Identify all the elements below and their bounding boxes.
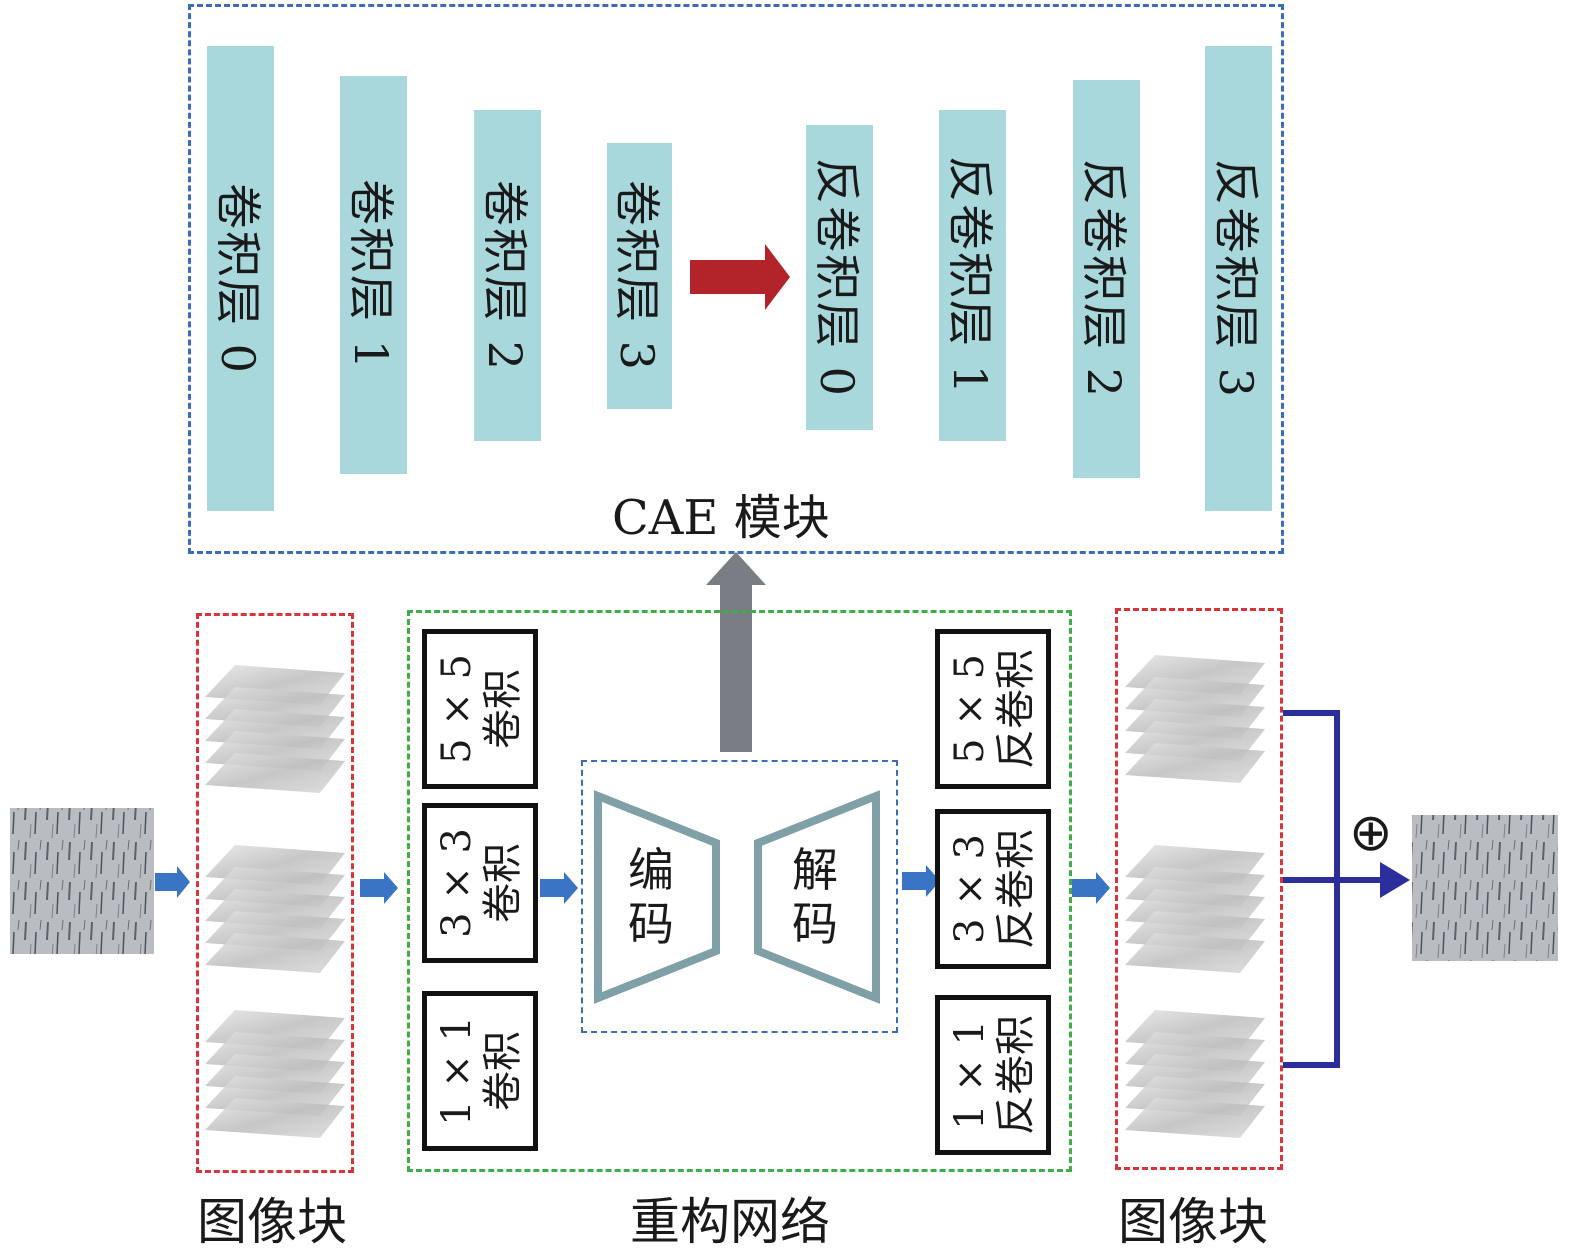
conv-3x3-label: 3 × 3 卷积 (434, 828, 526, 938)
deconv-layer-1: 反卷积层 1 (939, 110, 1006, 441)
deconv-1x1-size: 1 × 1 (947, 1020, 993, 1130)
conv-3x3-name: 卷积 (480, 843, 526, 923)
conv-layer-0-label: 卷积层 0 (210, 182, 265, 375)
flow-arrow-4 (902, 865, 940, 897)
patches-right-caption: 图像块 (1118, 1193, 1268, 1251)
deconv-3x3-label: 3 × 3 反卷积 (947, 829, 1039, 949)
patches-left-box (196, 613, 354, 1173)
flow-arrow-3 (540, 872, 578, 904)
conv-layer-1: 卷积层 1 (340, 76, 407, 474)
deconv-1x1-name: 反卷积 (993, 1015, 1039, 1135)
merge-bracket (1283, 710, 1410, 1068)
conv-layer-2-label: 卷积层 2 (477, 179, 532, 372)
patches-left-caption: 图像块 (197, 1193, 347, 1251)
flow-arrow-2 (360, 872, 398, 904)
deconv-5x5-label: 5 × 5 反卷积 (947, 649, 1039, 769)
decode-label: 解码 (792, 843, 838, 951)
conv-3x3-box: 3 × 3 卷积 (422, 803, 538, 963)
encoder-trapezoid (594, 790, 720, 1004)
recon-network-box (407, 610, 1072, 1172)
cae-module-box (188, 4, 1284, 554)
output-image (1412, 815, 1558, 961)
conv-5x5-box: 5 × 5 卷积 (422, 629, 538, 789)
deconv-5x5-box: 5 × 5 反卷积 (935, 629, 1051, 789)
flow-arrow-5 (1072, 872, 1110, 904)
conv-5x5-size: 5 × 5 (434, 654, 480, 764)
deconv-5x5-name: 反卷积 (993, 649, 1039, 769)
conv-1x1-name: 卷积 (480, 1031, 526, 1111)
deconv-layer-0-label: 反卷积层 0 (809, 157, 864, 398)
conv-layer-1-label: 卷积层 1 (343, 179, 398, 371)
cae-red-arrow (690, 244, 790, 310)
flow-arrow-1 (155, 866, 190, 898)
conv-1x1-label: 1 × 1 卷积 (434, 1016, 526, 1126)
deconv-3x3-size: 3 × 3 (947, 834, 993, 944)
deconv-1x1-label: 1 × 1 反卷积 (947, 1015, 1039, 1135)
input-image (10, 808, 154, 954)
conv-3x3-size: 3 × 3 (434, 828, 480, 938)
conv-1x1-size: 1 × 1 (434, 1016, 480, 1126)
deconv-5x5-size: 5 × 5 (947, 654, 993, 764)
conv-5x5-name: 卷积 (480, 669, 526, 749)
sum-symbol: ⊕ (1349, 803, 1393, 863)
conv-layer-0: 卷积层 0 (207, 46, 274, 511)
encoder-decoder-box (581, 760, 898, 1033)
deconv-3x3-name: 反卷积 (993, 829, 1039, 949)
deconv-layer-1-label: 反卷积层 1 (942, 155, 997, 396)
deconv-layer-3-label: 反卷积层 3 (1208, 158, 1263, 399)
recon-network-caption: 重构网络 (630, 1193, 830, 1251)
deconv-layer-2: 反卷积层 2 (1073, 80, 1140, 478)
cae-caption: CAE 模块 (612, 490, 830, 546)
deconv-3x3-box: 3 × 3 反卷积 (935, 809, 1051, 969)
conv-1x1-box: 1 × 1 卷积 (422, 991, 538, 1151)
conv-layer-3-label: 卷积层 3 (609, 180, 664, 372)
deconv-layer-0: 反卷积层 0 (806, 125, 873, 430)
encode-label: 编码 (628, 843, 674, 951)
deconv-1x1-box: 1 × 1 反卷积 (935, 995, 1051, 1155)
conv-layer-3: 卷积层 3 (607, 143, 672, 409)
decoder-trapezoid (754, 790, 880, 1004)
deconv-layer-2-label: 反卷积层 2 (1076, 159, 1131, 399)
patches-right-box (1115, 608, 1283, 1170)
conv-5x5-label: 5 × 5 卷积 (434, 654, 526, 764)
conv-layer-2: 卷积层 2 (474, 110, 541, 441)
deconv-layer-3: 反卷积层 3 (1205, 46, 1272, 511)
